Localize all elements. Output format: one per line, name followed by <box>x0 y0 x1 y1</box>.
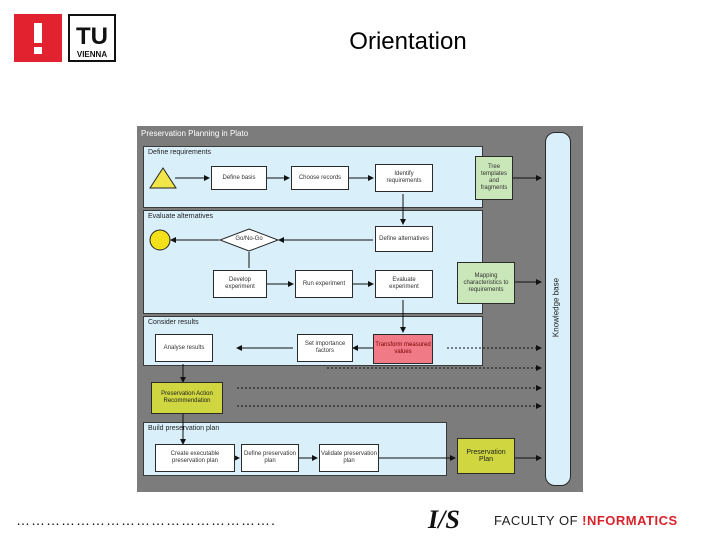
knowledge-base: Knowledge base <box>545 132 571 486</box>
diagram-heading: Preservation Planning in Plato <box>141 129 249 138</box>
start-triangle-icon <box>149 167 177 189</box>
plato-diagram: Preservation Planning in Plato Define re… <box>137 126 583 492</box>
tu-logo-subtext: VIENNA <box>77 50 107 59</box>
faculty-word: FACULTY <box>494 513 555 528</box>
node-validate-plan: Validate preservation plan <box>319 444 379 472</box>
node-mapping: Mapping characteristics to requirements <box>457 262 515 304</box>
go-no-go-decision: Go/No-Go <box>219 228 279 252</box>
knowledge-base-label: Knowledge base <box>551 277 561 338</box>
node-recommendation: Preservation Action Recommendation <box>151 382 223 414</box>
informatics-word: !NFORMATICS <box>582 513 678 528</box>
go-no-go-label: Go/No-Go <box>235 236 263 242</box>
node-set-importance: Set importance factors <box>297 334 353 362</box>
node-identify-requirements: Identify requirements <box>375 164 433 192</box>
of-word: OF <box>558 513 579 528</box>
node-preservation-plan: Preservation Plan <box>457 438 515 474</box>
tu-logo-text: TU <box>76 23 108 50</box>
node-define-plan: Define preservation plan <box>241 444 299 472</box>
faculty-label: FACULTY OF !NFORMATICS <box>494 513 678 528</box>
exclamation-logo <box>14 14 62 62</box>
node-evaluate-experiment: Evaluate experiment <box>375 270 433 298</box>
node-transform-values: Transform measured values <box>373 334 433 364</box>
node-analyse-results: Analyse results <box>155 334 213 362</box>
diagram-connectors <box>170 175 542 461</box>
footer-dots: ……………………………………………. <box>16 512 276 528</box>
node-choose-records: Choose records <box>291 166 349 190</box>
ifs-logo: I/S <box>428 505 460 534</box>
end-circle-icon <box>149 229 171 251</box>
node-tree-templates: Tree templates and fragments <box>475 156 513 200</box>
node-create-plan: Create executable preservation plan <box>155 444 235 472</box>
section-label: Define requirements <box>148 149 212 156</box>
node-define-basis: Define basis <box>211 166 267 190</box>
section-label: Consider results <box>148 319 199 326</box>
node-develop-experiment: Develop experiment <box>213 270 267 298</box>
section-label: Build preservation plan <box>148 425 220 432</box>
node-run-experiment: Run experiment <box>295 270 353 298</box>
node-define-alternatives: Define alternatives <box>375 226 433 252</box>
page-title: Orientation <box>349 28 467 55</box>
faculty-logo: I/S FACULTY OF !NFORMATICS <box>428 505 718 534</box>
tu-vienna-logo: TU VIENNA <box>68 14 116 62</box>
section-label: Evaluate alternatives <box>148 213 213 220</box>
